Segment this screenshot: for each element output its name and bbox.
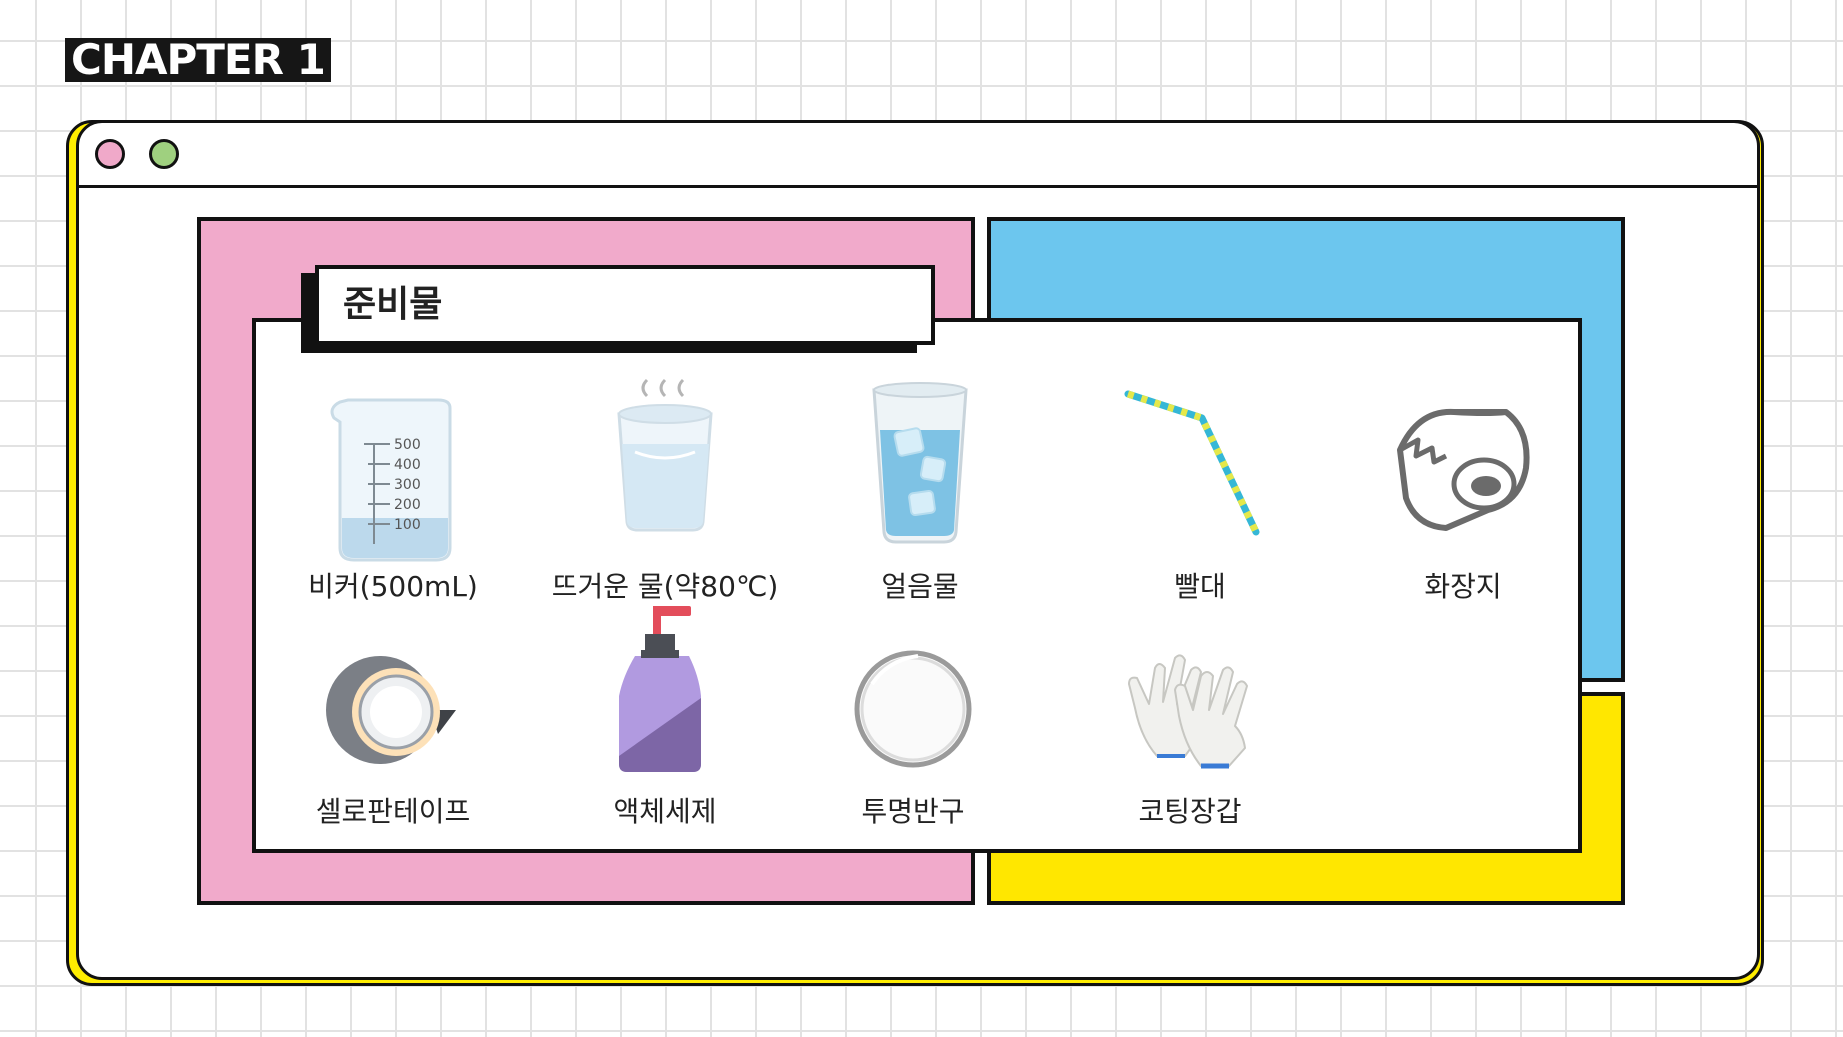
beaker-icon: 500 400 300 200 100 <box>330 398 452 562</box>
tape-roll-icon <box>326 656 456 764</box>
item-hot-water: 뜨거운 물(약80℃) <box>515 378 815 610</box>
item-label: 빨대 <box>1174 570 1226 603</box>
item-detergent: 액체세제 <box>515 606 815 838</box>
item-label: 코팅장갑 <box>1138 795 1242 828</box>
item-tissue: 화장지 <box>1313 380 1613 610</box>
transparent-hemisphere-icon <box>854 650 972 768</box>
item-label: 셀로판테이프 <box>315 795 471 828</box>
beaker-scale-500: 500 <box>394 437 421 453</box>
item-label: 얼음물 <box>881 570 959 603</box>
titlebar-divider <box>79 185 1757 188</box>
item-label: 뜨거운 물(약80℃) <box>551 570 779 603</box>
item-straw: 빨대 <box>1050 380 1350 610</box>
straw-icon <box>1124 390 1260 536</box>
item-label: 비커(500mL) <box>308 570 478 603</box>
item-tape: 셀로판테이프 <box>243 608 543 838</box>
item-gloves: 코팅장갑 <box>1040 608 1340 838</box>
item-beaker: 500 400 300 200 100 비커(500mL) <box>243 380 543 610</box>
beaker-scale-400: 400 <box>394 457 421 473</box>
beaker-scale-200: 200 <box>394 497 421 513</box>
beaker-scale-300: 300 <box>394 477 421 493</box>
ice-water-glass-icon <box>872 382 968 544</box>
item-label: 액체세제 <box>613 795 717 828</box>
chapter-label: CHAPTER 1 <box>65 38 331 82</box>
hot-water-glass-icon <box>617 378 713 532</box>
item-ice-water: 얼음물 <box>770 380 1070 610</box>
window-dot-green[interactable] <box>149 139 179 169</box>
panel-title: 준비물 <box>315 265 935 345</box>
coated-gloves-icon <box>1128 654 1248 769</box>
detergent-bottle-icon <box>619 606 701 772</box>
item-label: 투명반구 <box>861 795 965 828</box>
beaker-scale-100: 100 <box>394 517 421 533</box>
tissue-roll-icon <box>1397 408 1530 531</box>
item-label: 화장지 <box>1424 570 1502 603</box>
item-hemisphere: 투명반구 <box>763 608 1063 838</box>
window-dot-pink[interactable] <box>95 139 125 169</box>
